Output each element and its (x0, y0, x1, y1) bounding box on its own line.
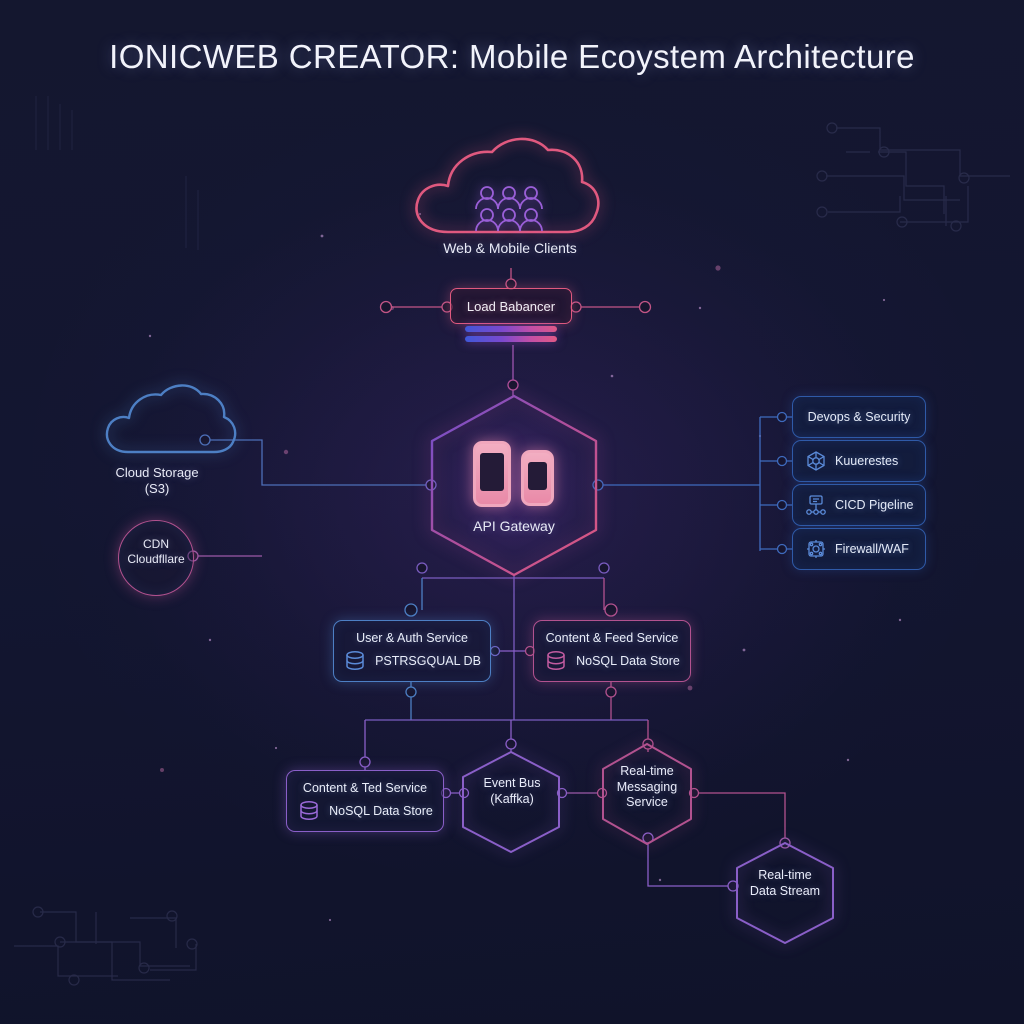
gradient-bar-2 (465, 336, 557, 342)
pipeline-icon (806, 495, 826, 515)
content-ted-title: Content & Ted Service (302, 780, 428, 795)
user-auth-service-node[interactable]: User & Auth Service PSTRSGQUAL DB (333, 620, 491, 682)
database-icon (300, 800, 318, 820)
firewall-icon (807, 540, 825, 558)
gradient-bar-1 (465, 326, 557, 332)
firewall-waf-label: Firewall/WAF (835, 542, 909, 556)
sidebar-item-devops-security[interactable]: Devops & Security (792, 396, 926, 438)
devops-security-label: Devops & Security (807, 410, 911, 424)
data-stream-label: Real-time Data Stream (749, 868, 821, 898)
cloud-storage-label: Cloud Storage (S3) (115, 465, 199, 496)
cdn-label: CDN Cloudfllare (127, 537, 185, 566)
kubernetes-icon (807, 451, 825, 471)
api-gateway-label: API Gateway (473, 518, 555, 534)
user-auth-title: User & Auth Service (356, 630, 468, 645)
load-balancer-label: Load Babancer (466, 298, 556, 314)
database-icon (547, 650, 565, 670)
clients-label: Web & Mobile Clients (443, 240, 577, 256)
user-auth-subtitle: PSTRSGQUAL DB (375, 653, 481, 668)
load-balancer-node[interactable]: Load Babancer (450, 288, 572, 324)
content-ted-subtitle: NoSQL Data Store (329, 803, 433, 818)
content-feed-subtitle: NoSQL Data Store (576, 653, 680, 668)
content-feed-title: Content & Feed Service (545, 630, 679, 645)
kubernetes-label: Kuuerestes (835, 454, 899, 468)
phone-icon-small (521, 450, 554, 506)
event-bus-label: Event Bus (Kaffka) (483, 776, 541, 806)
cdn-node[interactable] (118, 520, 194, 596)
database-icon (346, 650, 364, 670)
sidebar-item-firewall-waf[interactable]: Firewall/WAF (792, 528, 926, 570)
messaging-service-label: Real-time Messaging Service (616, 764, 678, 810)
sidebar-item-kubernetes[interactable]: Kuuerestes (792, 440, 926, 482)
phone-icon-large (473, 441, 511, 507)
sidebar-item-cicd-pipeline[interactable]: CICD Pigeline (792, 484, 926, 526)
cicd-pipeline-label: CICD Pigeline (835, 498, 914, 512)
page-title: IONICWEB CREATOR: Mobile Ecoystem Archit… (109, 38, 915, 75)
content-ted-service-node[interactable]: Content & Ted Service NoSQL Data Store (286, 770, 444, 832)
content-feed-service-node[interactable]: Content & Feed Service NoSQL Data Store (533, 620, 691, 682)
